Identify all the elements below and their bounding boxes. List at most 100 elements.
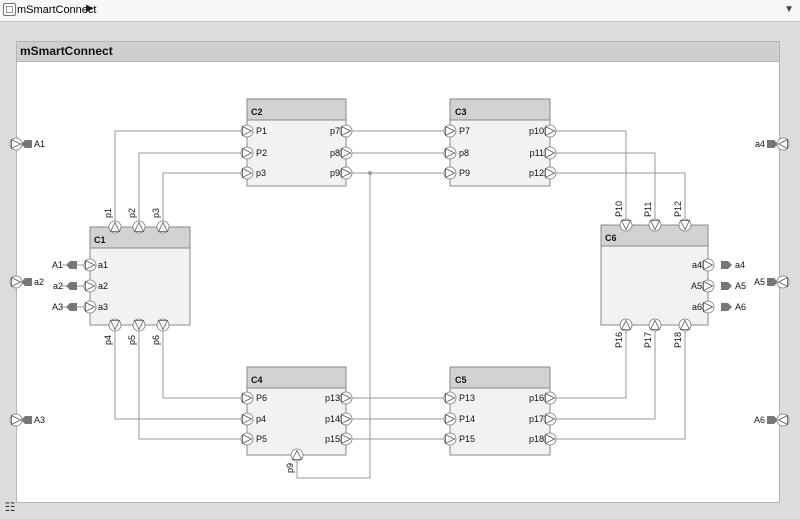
port-c5-out-icon — [545, 413, 556, 425]
connector-p3-p3[interactable] — [162, 172, 242, 222]
port-label: p10 — [529, 126, 544, 136]
port-label: a2 — [53, 281, 63, 291]
port-label: p17 — [529, 414, 544, 424]
port-label: p1 — [103, 208, 113, 218]
port-label: p7 — [330, 126, 340, 136]
dropdown-arrow-icon[interactable]: ▼ — [784, 4, 794, 15]
boundary-port-right-shape[interactable] — [767, 278, 778, 286]
port-label: p3 — [151, 208, 161, 218]
port-c6-bottom-icon — [620, 319, 632, 330]
port-label: A1 — [52, 260, 63, 270]
boundary-port-right-shape[interactable] — [767, 140, 778, 148]
port-c4-bottom-icon — [291, 449, 303, 460]
port-label: p8 — [330, 148, 340, 158]
port-label: P1 — [256, 126, 267, 136]
port-label: P2 — [256, 148, 267, 158]
component-title: C5 — [455, 375, 467, 385]
port-c6-out-icon — [703, 301, 714, 313]
port-c6-bottom-icon — [679, 319, 691, 330]
port-label: P13 — [459, 393, 475, 403]
port-label: a4 — [692, 260, 702, 270]
component-c3[interactable]: C3 — [449, 98, 551, 187]
port-label: p5 — [127, 335, 137, 345]
port-c2-in-icon — [242, 147, 253, 159]
port-c4-out-icon — [341, 433, 352, 445]
model-title: mSmartConnect — [20, 44, 113, 58]
port-c1-bottom-icon — [133, 320, 145, 331]
connector-p10-P10[interactable] — [556, 130, 627, 220]
model-title-bar: mSmartConnect — [17, 42, 779, 62]
model-icon — [3, 3, 16, 16]
c6-external-output[interactable] — [721, 303, 732, 311]
port-c3-in-icon — [445, 147, 456, 159]
c1-external-input[interactable] — [66, 261, 77, 269]
port-label: P15 — [459, 434, 475, 444]
component-title: C6 — [605, 233, 617, 243]
connector-p6-P6[interactable] — [162, 330, 242, 399]
port-label: P5 — [256, 434, 267, 444]
boundary-port-right-shape[interactable] — [767, 416, 778, 424]
port-glyphs — [9, 124, 790, 462]
boundary-port-right-icon — [777, 414, 788, 426]
port-c5-out-icon — [545, 433, 556, 445]
port-c3-in-icon — [445, 125, 456, 137]
connector-p11-P11[interactable] — [556, 152, 656, 220]
port-label: p4 — [256, 414, 266, 424]
component-c1[interactable]: C1 — [89, 226, 191, 326]
boundary-port-left-shape[interactable] — [21, 140, 32, 148]
connector-p1-P1[interactable] — [114, 130, 242, 222]
boundary-port-left-shape[interactable] — [21, 278, 32, 286]
port-c3-out-icon — [545, 125, 556, 137]
connector-p17-P17[interactable] — [556, 330, 656, 420]
port-c4-in-icon — [242, 433, 253, 445]
connector-p9-branch[interactable] — [296, 173, 371, 479]
port-c2-out-icon — [341, 125, 352, 137]
port-c6-top-icon — [679, 220, 691, 231]
port-label: A3 — [34, 415, 45, 425]
boundary-port-left-icon — [11, 138, 22, 150]
port-label: p8 — [459, 148, 469, 158]
port-label: P6 — [256, 393, 267, 403]
port-label: a2 — [34, 277, 44, 287]
port-label: A3 — [52, 302, 63, 312]
boundary-port-left-shape[interactable] — [21, 416, 32, 424]
port-c4-in-icon — [242, 413, 253, 425]
connector-p16-P16[interactable] — [556, 330, 627, 399]
port-label: P7 — [459, 126, 470, 136]
port-c6-top-icon — [620, 220, 632, 231]
port-label: p3 — [256, 168, 266, 178]
breadcrumb-arrow-icon[interactable]: ▶ — [86, 3, 94, 14]
connector-p18-P18[interactable] — [556, 330, 686, 440]
component-title: C4 — [251, 375, 263, 385]
connector-p12-P12[interactable] — [556, 172, 686, 220]
port-label: p11 — [530, 148, 544, 158]
port-label: A1 — [34, 139, 45, 149]
component-title: C3 — [455, 107, 467, 117]
c1-external-input[interactable] — [66, 303, 77, 311]
connector-p5-P5[interactable] — [138, 330, 242, 440]
port-label: p14 — [325, 414, 340, 424]
port-label: A5 — [735, 281, 746, 291]
component-c2[interactable]: C2 — [246, 98, 347, 187]
port-label: p16 — [529, 393, 544, 403]
c6-external-output[interactable] — [721, 282, 732, 290]
port-label: p18 — [529, 434, 544, 444]
c1-external-input[interactable] — [66, 282, 77, 290]
port-label: p4 — [103, 335, 113, 345]
hierarchy-icon[interactable]: ☷ — [4, 500, 16, 514]
port-c3-out-icon — [545, 167, 556, 179]
component-c5[interactable]: C5 — [449, 366, 551, 456]
port-label: P16 — [614, 332, 624, 348]
port-label: P12 — [673, 201, 683, 217]
model-path-link[interactable]: mSmartConnect — [17, 4, 97, 16]
port-c1-bottom-icon — [109, 320, 121, 331]
port-label: P17 — [643, 332, 653, 348]
port-c1-bottom-icon — [157, 320, 169, 331]
port-c5-in-icon — [445, 433, 456, 445]
component-c4[interactable]: C4 — [246, 366, 347, 456]
c6-external-output[interactable] — [721, 261, 732, 269]
connector-p4-p4[interactable] — [114, 330, 242, 420]
boundary-port-left-icon — [11, 276, 22, 288]
connector-p2-P2[interactable] — [138, 152, 242, 222]
